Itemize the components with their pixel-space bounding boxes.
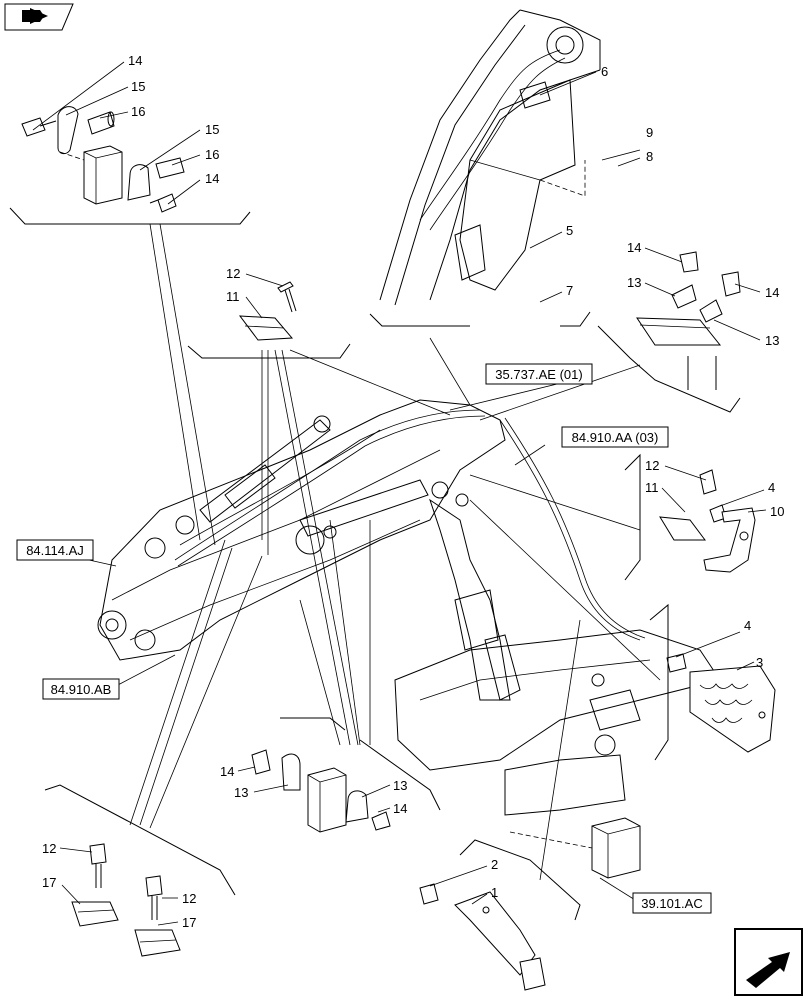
callout-13: 13 [234, 785, 248, 800]
callout-11: 11 [226, 289, 240, 304]
boom-assembly [97, 399, 721, 879]
bracket-detail-right-mid [659, 469, 756, 573]
ref-box-84910aa[interactable]: 84.910.AA (03) [561, 426, 669, 448]
callout-14: 14 [128, 53, 142, 68]
ref-box-39101[interactable]: 39.101.AC [632, 892, 712, 914]
plate-detail-bottom [419, 883, 546, 991]
callout-4: 4 [744, 618, 751, 633]
bracket-detail-11-12 [238, 281, 297, 341]
wave-plate-detail [666, 653, 776, 753]
ref-box-35737[interactable]: 35.737.AE (01) [485, 363, 593, 385]
callout-4: 4 [768, 480, 775, 495]
callout-16: 16 [205, 147, 219, 162]
callout-1: 1 [491, 885, 498, 900]
callout-6: 6 [601, 64, 608, 79]
leader-lines [129, 223, 661, 881]
region-separators [9, 207, 741, 921]
callout-14: 14 [220, 764, 234, 779]
callout-15: 15 [131, 79, 145, 94]
callout-13: 13 [765, 333, 779, 348]
clamp-detail-bottom-left [71, 843, 181, 957]
ref-label-84910aa: 84.910.AA (03) [572, 430, 659, 445]
book-arrow-icon[interactable] [4, 3, 74, 31]
callout-14: 14 [205, 171, 219, 186]
callout-12: 12 [645, 458, 659, 473]
callout-14: 14 [765, 285, 779, 300]
callout-13: 13 [393, 778, 407, 793]
callout-lines [32, 61, 767, 926]
clamp-detail-right-top [636, 251, 741, 390]
callout-16: 16 [131, 104, 145, 119]
callout-9: 9 [646, 125, 653, 140]
callout-15: 15 [205, 122, 219, 137]
callout-10: 10 [770, 504, 784, 519]
arm-detail [379, 9, 601, 306]
callout-17: 17 [182, 915, 196, 930]
callout-12: 12 [182, 891, 196, 906]
ref-label-35737: 35.737.AE (01) [495, 367, 582, 382]
callout-7: 7 [566, 283, 573, 298]
callout-3: 3 [756, 655, 763, 670]
callout-11: 11 [645, 480, 659, 495]
callout-5: 5 [566, 223, 573, 238]
callout-14: 14 [627, 240, 641, 255]
ref-label-84114: 84.114.AJ [26, 543, 84, 558]
ref-label-84910ab: 84.910.AB [51, 682, 112, 697]
next-page-arrow-icon[interactable] [734, 928, 803, 996]
clamp-detail-bottom-center [251, 749, 391, 833]
callout-numbers: 14 15 16 15 16 14 12 11 6 9 8 5 7 14 13 … [42, 53, 784, 930]
ref-label-39101: 39.101.AC [641, 896, 702, 911]
callout-8: 8 [646, 149, 653, 164]
ref-box-84910ab[interactable]: 84.910.AB [42, 678, 120, 700]
callout-13: 13 [627, 275, 641, 290]
callout-12: 12 [42, 841, 56, 856]
ref-box-84114[interactable]: 84.114.AJ [16, 539, 94, 561]
callout-2: 2 [491, 857, 498, 872]
clamp-detail-top-left [21, 106, 185, 213]
callout-14: 14 [393, 801, 407, 816]
callout-12: 12 [226, 266, 240, 281]
callout-17: 17 [42, 875, 56, 890]
